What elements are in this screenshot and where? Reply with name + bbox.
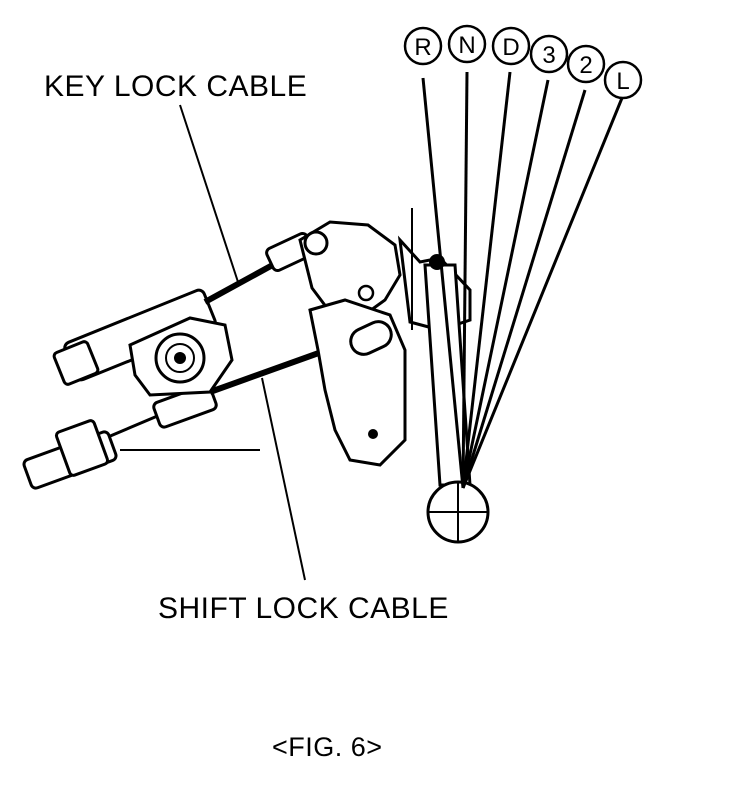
svg-text:D: D (502, 34, 519, 61)
gear-position-2: 2 (566, 44, 606, 84)
svg-text:R: R (414, 34, 431, 61)
gear-position-d: D (491, 26, 531, 66)
gear-position-r: R (403, 26, 443, 66)
svg-text:L: L (616, 68, 629, 95)
gear-position-3: 3 (529, 34, 569, 74)
svg-text:N: N (458, 32, 475, 59)
gear-position-markers: R N D 3 2 L (403, 24, 643, 100)
key-lock-cable-label: KEY LOCK CABLE (44, 70, 308, 103)
key-lock-cable (52, 231, 315, 386)
key-lock-leader (179, 104, 239, 283)
pivot-nut (128, 316, 234, 397)
figure-caption: <FIG. 6> (272, 732, 383, 762)
gear-position-n: N (447, 24, 487, 64)
gear-position-lines (421, 71, 624, 489)
svg-text:2: 2 (579, 52, 592, 79)
shift-lock-cable-label: SHIFT LOCK CABLE (158, 592, 449, 625)
shift-lock-leader (261, 377, 306, 581)
svg-text:3: 3 (542, 42, 555, 69)
selector-lever (423, 254, 490, 544)
gear-position-l: L (603, 60, 643, 100)
shift-lock-cable (22, 337, 357, 490)
